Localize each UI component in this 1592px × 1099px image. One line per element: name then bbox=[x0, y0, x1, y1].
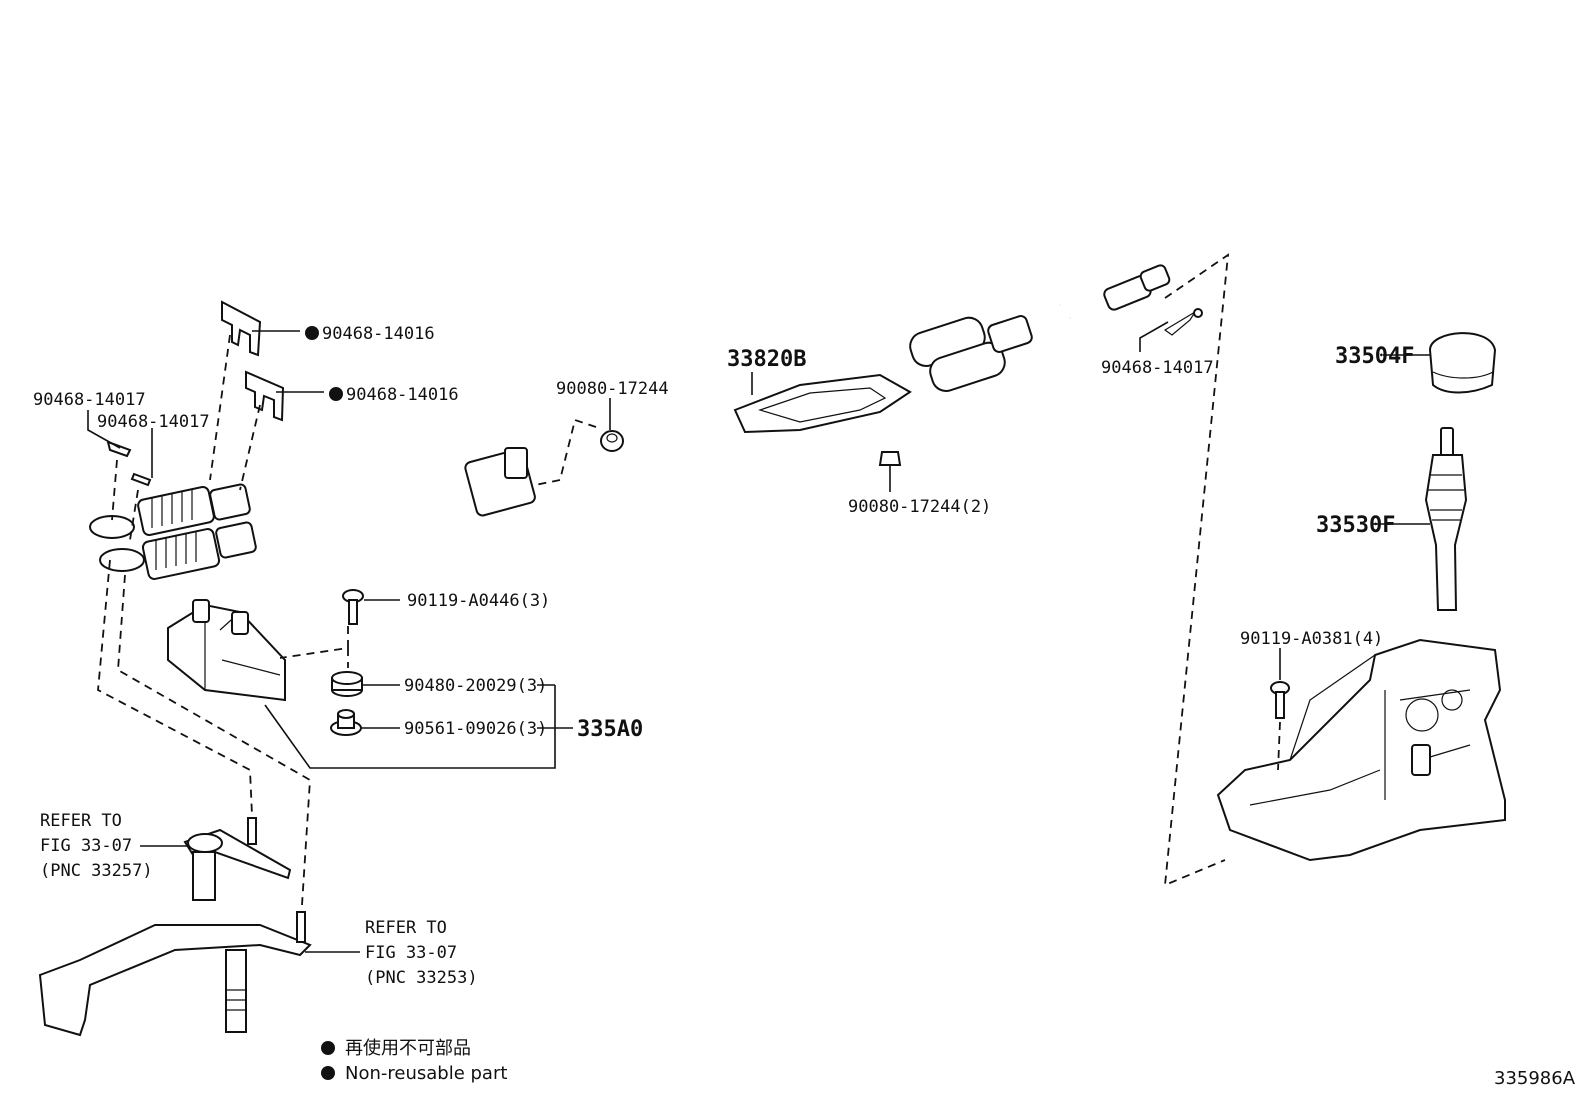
label-335A0: 335A0 bbox=[577, 717, 643, 742]
retainer-clip-lower bbox=[245, 370, 285, 422]
clip-pin-left-a bbox=[106, 440, 132, 458]
bolt-90119-A0446 bbox=[342, 589, 364, 625]
svg-text:FIG 33-07: FIG 33-07 bbox=[40, 836, 132, 856]
legend-text-jp: 再使用不可部品 bbox=[345, 1038, 471, 1059]
figure-id: 335986A bbox=[1494, 1068, 1576, 1089]
refer-note-pnc-33253: REFER TO FIG 33-07 (PNC 33253) bbox=[365, 918, 478, 988]
cable-mid-clamp bbox=[464, 447, 536, 517]
shift-lever-pnc-33257 bbox=[183, 817, 292, 901]
retainer-clip-upper bbox=[221, 300, 262, 357]
refer-note-pnc-33257: REFER TO FIG 33-07 (PNC 33257) bbox=[40, 811, 153, 881]
shift-knob bbox=[1428, 332, 1497, 394]
shift-cable-assembly bbox=[89, 264, 1171, 580]
leader-lines bbox=[87, 321, 1430, 953]
svg-text:FIG 33-07: FIG 33-07 bbox=[365, 943, 457, 963]
cable-end-right bbox=[909, 264, 1171, 392]
shift-lever bbox=[1424, 427, 1468, 611]
label-90468-14016-lower: 90468-14016 bbox=[346, 385, 459, 405]
svg-text:(PNC 33257): (PNC 33257) bbox=[40, 861, 153, 881]
legend-dot-en bbox=[321, 1066, 335, 1080]
label-90119-A0446-3: 90119-A0446(3) bbox=[407, 591, 550, 611]
label-33504F: 33504F bbox=[1335, 344, 1414, 369]
bolt-90119-A0381 bbox=[1270, 681, 1290, 719]
label-33530F: 33530F bbox=[1316, 513, 1395, 538]
label-90468-14017-left-b: 90468-14017 bbox=[97, 412, 210, 432]
select-lever-pnc-33253 bbox=[38, 911, 312, 1037]
legend-dot-jp bbox=[321, 1041, 335, 1055]
label-90119-A0381-4: 90119-A0381(4) bbox=[1240, 629, 1383, 649]
cable-end-left-lower bbox=[99, 521, 257, 580]
svg-text:REFER TO: REFER TO bbox=[40, 811, 122, 831]
label-90561-09026-3: 90561-09026(3) bbox=[404, 719, 547, 739]
label-90480-20029-3: 90480-20029(3) bbox=[404, 676, 547, 696]
nut-90080-17244 bbox=[600, 430, 624, 452]
svg-text:(PNC 33253): (PNC 33253) bbox=[365, 968, 478, 988]
clip-pin-right bbox=[1163, 308, 1203, 336]
non-reusable-dot-lower bbox=[329, 387, 343, 401]
legend: 再使用不可部品 Non-reusable part bbox=[321, 1038, 507, 1084]
label-90468-14016-upper: 90468-14016 bbox=[322, 324, 435, 344]
nut-90080-17244-2 bbox=[878, 451, 902, 478]
collar-90561-09026 bbox=[330, 709, 362, 736]
non-reusable-dot-upper bbox=[305, 326, 319, 340]
legend-text-en: Non-reusable part bbox=[345, 1063, 507, 1084]
assembly-lines bbox=[97, 253, 1281, 906]
label-90468-14017-right: 90468-14017 bbox=[1101, 358, 1214, 378]
label-90468-14017-left-a: 90468-14017 bbox=[33, 390, 146, 410]
label-90080-17244-2: 90080-17244(2) bbox=[848, 497, 991, 517]
label-90080-17244: 90080-17244 bbox=[556, 379, 669, 399]
label-33820B: 33820B bbox=[727, 347, 806, 372]
grommet-90480-20029 bbox=[331, 671, 363, 697]
clip-pin-left-b bbox=[130, 472, 152, 487]
shift-lever-housing bbox=[1216, 638, 1506, 862]
svg-text:REFER TO: REFER TO bbox=[365, 918, 447, 938]
cable-grommet-plate bbox=[733, 373, 912, 434]
cable-bracket bbox=[167, 599, 286, 702]
